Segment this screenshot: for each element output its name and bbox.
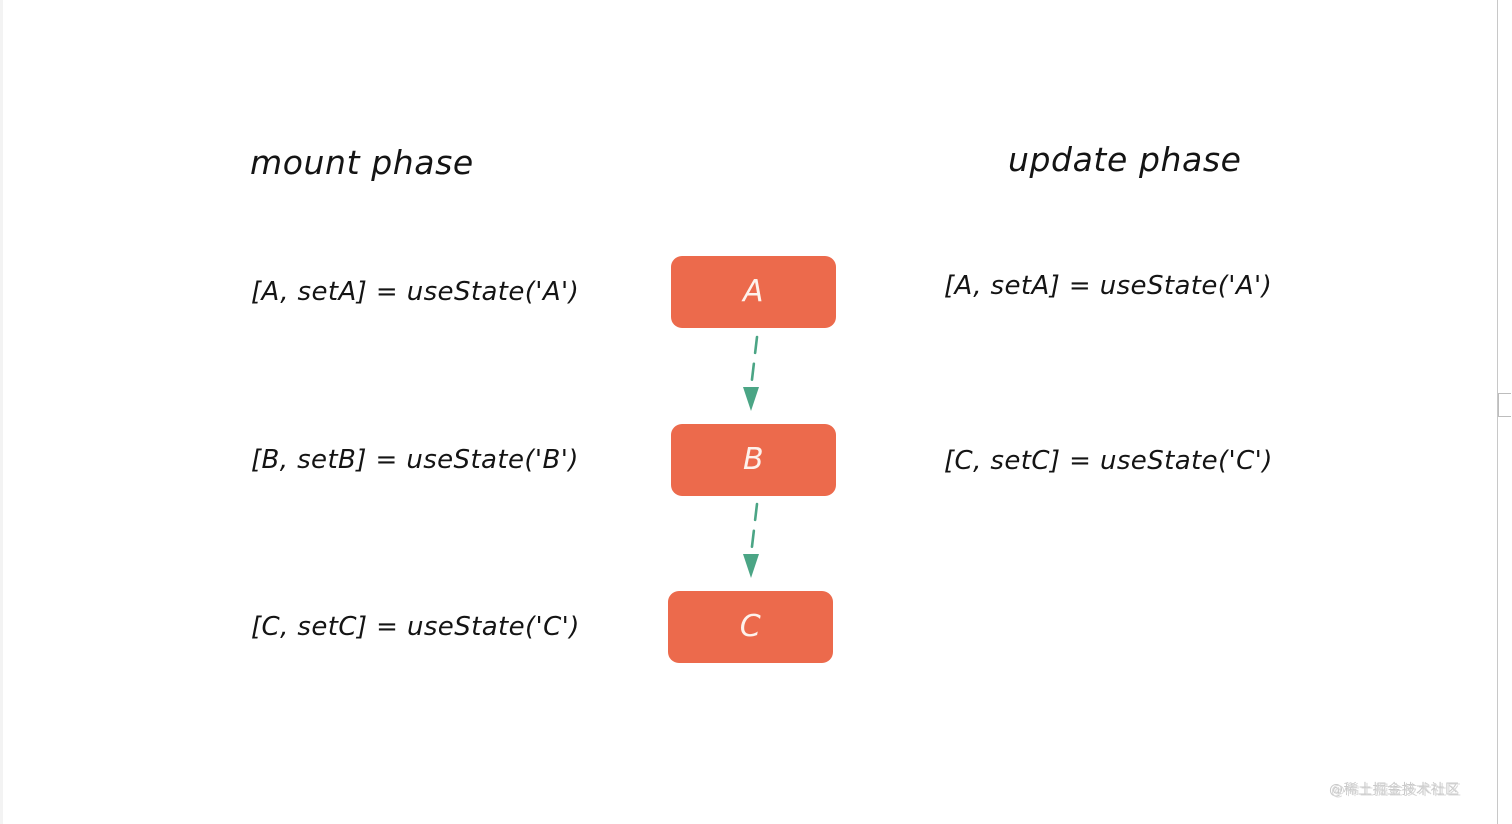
node-box-a: A [671, 256, 836, 328]
mount-code-line-a: [A, setA] = useState('A') [251, 277, 580, 307]
node-box-c: C [668, 591, 833, 663]
arrow-b-to-c [743, 502, 759, 578]
update-code-line-a: [A, setA] = useState('A') [944, 271, 1273, 301]
mount-phase-title: mount phase [250, 143, 474, 182]
mount-code-line-c: [C, setC] = useState('C') [251, 612, 580, 642]
left-edge-strip [0, 0, 3, 824]
watermark-text: @稀土掘金技术社区 [1329, 782, 1460, 798]
arrow-a-to-b [743, 335, 759, 411]
node-box-b: B [671, 424, 836, 496]
vertical-scrollbar-thumb[interactable] [1498, 393, 1511, 417]
update-code-line-c: [C, setC] = useState('C') [944, 446, 1273, 476]
node-label-c: C [739, 609, 762, 644]
vertical-scrollbar-track[interactable] [1497, 0, 1512, 824]
watermark-ghost-text: @稀土掘金技术社区 [1331, 783, 1462, 799]
watermark: @稀土掘金技术社区 @稀土掘金技术社区 [1329, 779, 1462, 799]
node-label-a: A [742, 274, 765, 309]
node-label-b: B [742, 442, 765, 477]
update-phase-title: update phase [1008, 140, 1242, 179]
mount-code-line-b: [B, setB] = useState('B') [251, 445, 579, 475]
